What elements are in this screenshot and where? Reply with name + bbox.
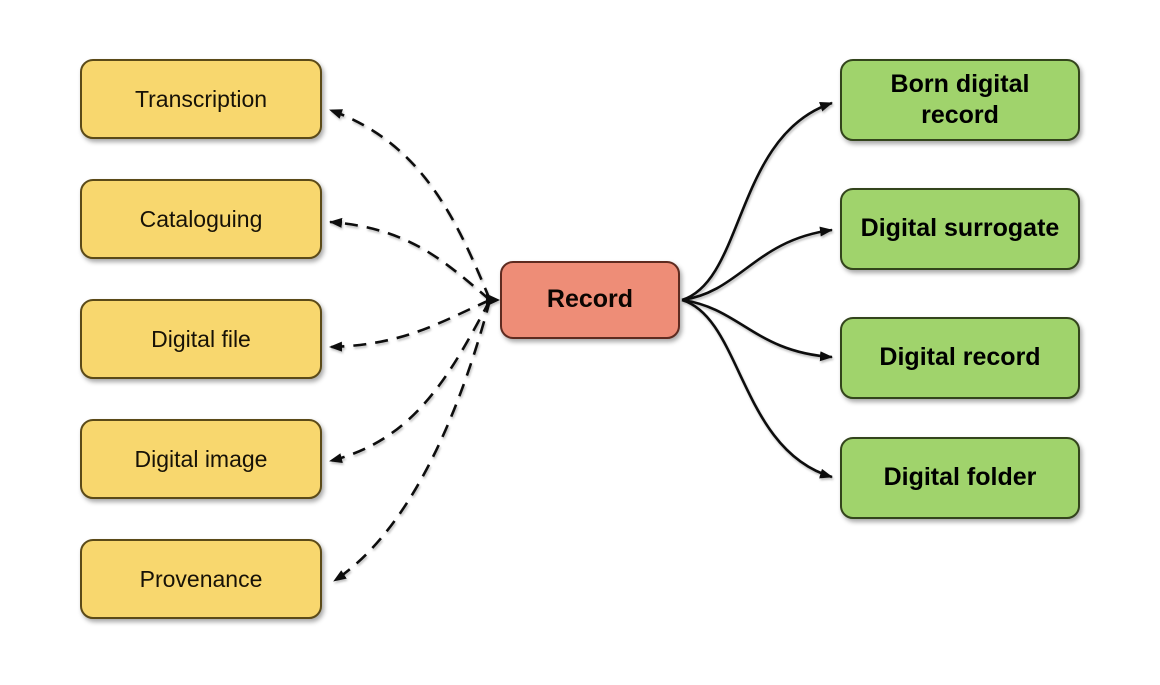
edge-record-to-digital-record [681,298,833,362]
node-digital-file: Digital file [80,299,322,379]
node-label: Transcription [134,85,268,112]
node-label: Digital surrogate [860,214,1060,243]
node-digital-surrogate: Digital surrogate [840,188,1080,270]
arrowhead-into-record [486,293,500,307]
node-digital-image: Digital image [80,419,322,499]
node-label: Record [546,285,634,314]
node-digital-record: Digital record [840,317,1080,399]
node-born-digital-record: Born digital record [840,59,1080,141]
edge-record-to-digital-file [329,298,491,352]
edge-record-to-provenance [333,299,492,583]
edge-record-to-transcription [329,108,492,301]
edge-record-to-born-digital-record [681,101,833,302]
node-provenance: Provenance [80,539,322,619]
node-digital-folder: Digital folder [840,437,1080,519]
edge-record-to-digital-folder [681,298,833,479]
node-label: Digital image [134,445,268,472]
node-cataloguing: Cataloguing [80,179,322,259]
edge-record-to-digital-image [329,299,492,463]
node-transcription: Transcription [80,59,322,139]
node-label: Digital record [879,343,1041,372]
edge-record-to-digital-surrogate [681,226,833,302]
node-label: Digital file [151,325,251,352]
node-label: Digital folder [883,463,1037,492]
node-label: Cataloguing [139,205,263,232]
edge-record-to-cataloguing [329,217,491,301]
node-label: Provenance [139,565,263,592]
node-record: Record [500,261,680,339]
node-label: Born digital record [890,69,1030,129]
